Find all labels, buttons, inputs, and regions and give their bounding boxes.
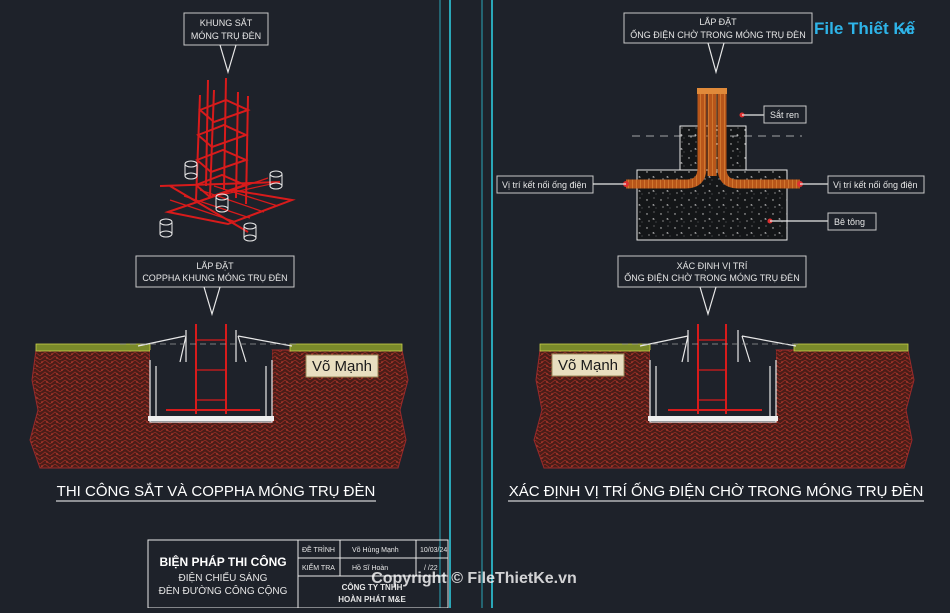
logo-text: File Thiết Kế [814, 19, 916, 38]
section-left [29, 324, 409, 469]
foundation-detail [623, 88, 803, 241]
section-right [533, 324, 915, 469]
tag-joint-left-text: Vị trí kết nối ống điện [502, 180, 587, 190]
callout-conduit-line1: LẮP ĐẶT [699, 17, 737, 27]
tag-joint-right: Vị trí kết nối ống điện [800, 175, 925, 194]
tag-sat-ren-text: Sắt ren [770, 110, 799, 120]
stamp-right: Võ Mạnh [551, 353, 625, 377]
callout-locate-line1: XÁC ĐỊNH VỊ TRÍ [677, 261, 748, 271]
logo-suffix: .vn [898, 25, 914, 37]
tb-company-1: CÔNG TY TNHH [342, 583, 403, 592]
callout-iron-frame-line2: MÓNG TRỤ ĐÈN [191, 31, 261, 41]
tag-concrete: Bê tông [770, 212, 877, 231]
stamp-right-text: Võ Mạnh [558, 357, 618, 374]
callout-conduit-line2: ỐNG ĐIỆN CHỜ TRONG MÓNG TRỤ ĐÈN [630, 29, 805, 40]
callout-iron-frame: KHUNG SẮT MÓNG TRỤ ĐÈN [183, 12, 269, 75]
tag-sat-ren: Sắt ren [742, 105, 807, 124]
title-block-title: BIỆN PHÁP THI CÔNG [159, 554, 286, 569]
stamp-left: Võ Mạnh [305, 354, 379, 378]
tb-row1-name: Võ Hùng Mạnh [352, 547, 399, 554]
callout-formwork: LẮP ĐẶT COPPHA KHUNG MÓNG TRỤ ĐÈN [135, 255, 295, 317]
site-logo: File Thiết Kế .vn [812, 15, 920, 41]
callout-formwork-line2: COPPHA KHUNG MÓNG TRỤ ĐÈN [142, 273, 287, 283]
callout-locate: XÁC ĐỊNH VỊ TRÍ ỐNG ĐIỆN CHỜ TRONG MÓNG … [617, 255, 807, 317]
tb-row2-date: / /22 [424, 565, 438, 572]
stamp-left-text: Võ Mạnh [312, 358, 372, 375]
callout-conduit: LẮP ĐẶT ỐNG ĐIỆN CHỜ TRONG MÓNG TRỤ ĐÈN [623, 12, 813, 75]
title-block-subtitle-1: ĐIỆN CHIẾU SÁNG [179, 571, 268, 584]
tb-company-2: HOÀN PHÁT M&E [338, 595, 406, 604]
tag-joint-right-text: Vị trí kết nối ống điện [833, 180, 918, 190]
callout-formwork-line1: LẮP ĐẶT [196, 261, 234, 271]
tb-row1-label: ĐỀ TRÌNH [302, 544, 335, 554]
sheet-frame [439, 0, 493, 608]
tag-concrete-text: Bê tông [834, 217, 865, 227]
rebar-cage-3d [159, 77, 296, 242]
tb-row2-name: Hồ Sĩ Hoàn [352, 563, 388, 572]
caption-left: THI CÔNG SẮT VÀ COPPHA MÓNG TRỤ ĐÈN [57, 482, 376, 500]
tb-row2-label: KIỂM TRA [302, 563, 335, 572]
tag-joint-left: Vị trí kết nối ống điện [496, 175, 626, 194]
title-block-subtitle-2: ĐÈN ĐƯỜNG CÔNG CỘNG [159, 584, 288, 597]
caption-right: XÁC ĐỊNH VỊ TRÍ ỐNG ĐIỆN CHỜ TRONG MÓNG … [509, 482, 924, 500]
callout-iron-frame-line1: KHUNG SẮT [200, 18, 253, 28]
tb-row1-date: 10/03/24 [420, 547, 447, 554]
callout-locate-line2: ỐNG ĐIỆN CHỜ TRONG MÓNG TRỤ ĐÈN [624, 272, 799, 283]
watermark: Copyright © FileThietKe.vn [371, 570, 577, 587]
